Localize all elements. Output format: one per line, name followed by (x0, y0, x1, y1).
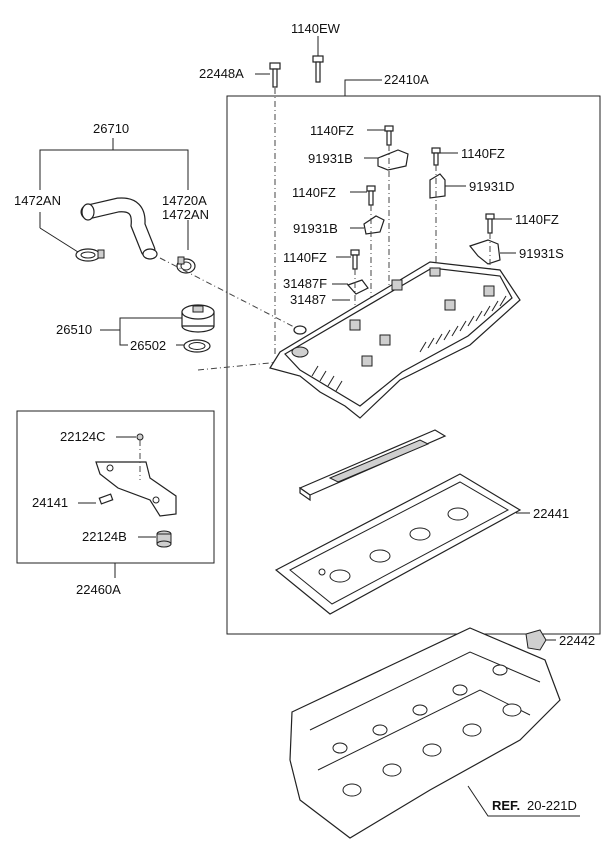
label-31487F: 31487F (283, 276, 327, 291)
leader-26710 (39, 149, 189, 190)
ref-code: 20-221D (527, 798, 577, 813)
hose-end-left (81, 203, 95, 221)
label-1140FZ-2: 1140FZ (461, 146, 505, 161)
label-1140FZ-4: 1140FZ (515, 212, 559, 227)
cover-assembly-frame (226, 95, 601, 635)
clip-31487F (346, 279, 369, 295)
label-26510: 26510 (56, 322, 92, 337)
centerline-hose (159, 257, 301, 331)
oil-filler-cap (181, 304, 215, 333)
label-22124C: 22124C (60, 429, 106, 444)
bolt-1140FZ-1 (384, 125, 394, 146)
leader-26502 (119, 330, 128, 346)
rocker-cover (269, 261, 521, 419)
leader-ref (467, 785, 580, 817)
label-91931S: 91931S (519, 246, 564, 261)
label-1472AN-right: 1472AN (162, 207, 209, 222)
label-1140FZ-5: 1140FZ (283, 250, 327, 265)
label-26502: 26502 (130, 338, 166, 353)
centerline-cap (197, 359, 301, 371)
filler-cap-gasket (183, 339, 211, 353)
label-24141: 24141 (32, 495, 68, 510)
plug-22124C (136, 433, 144, 441)
bracket-91931D (429, 173, 446, 199)
cam-bracket (95, 461, 177, 517)
bolt-22448A (269, 62, 281, 88)
label-26710: 26710 (93, 121, 129, 136)
leader-22410A (344, 79, 382, 96)
bolt-1140EW (312, 55, 324, 83)
ref-prefix: REF. (492, 798, 520, 813)
dowel-24141 (98, 493, 114, 505)
bolt-1140FZ-4 (485, 213, 495, 234)
label-22124B: 22124B (82, 529, 127, 544)
hose-end-right (142, 248, 158, 260)
label-22410A: 22410A (384, 72, 429, 87)
label-22460A: 22460A (76, 582, 121, 597)
label-31487: 31487 (290, 292, 326, 307)
label-1140FZ-3: 1140FZ (292, 185, 336, 200)
bracket-91931S (468, 239, 501, 265)
leader-26510 (100, 317, 182, 331)
breather-hose-inner (81, 198, 155, 257)
rocker-cover-gasket (274, 473, 522, 615)
bolt-1140FZ-3 (366, 185, 376, 206)
cap-22442 (525, 629, 547, 651)
cylinder-head (289, 627, 561, 839)
bolt-1140FZ-5 (350, 249, 360, 270)
bracket-91931B-mid (363, 215, 385, 235)
label-22442: 22442 (559, 633, 595, 648)
label-91931B-1: 91931B (308, 151, 353, 166)
hose-clamp-left (75, 248, 105, 262)
label-14720A: 14720A (162, 193, 207, 208)
label-1140EW: 1140EW (291, 21, 341, 36)
label-22448A: 22448A (199, 66, 244, 81)
label-91931D: 91931D (469, 179, 515, 194)
plug-22124B (156, 530, 172, 548)
label-1140FZ-1: 1140FZ (310, 123, 354, 138)
label-22441: 22441 (533, 506, 569, 521)
bracket-91931B-top (377, 149, 409, 171)
label-1472AN-left: 1472AN (14, 193, 61, 208)
bolt-1140FZ-2 (431, 147, 441, 166)
hose-clamp-right (176, 256, 196, 274)
leader-1472AN-left-b (39, 227, 79, 253)
label-91931B-2: 91931B (293, 221, 338, 236)
oil-separator-baffle (298, 429, 447, 502)
